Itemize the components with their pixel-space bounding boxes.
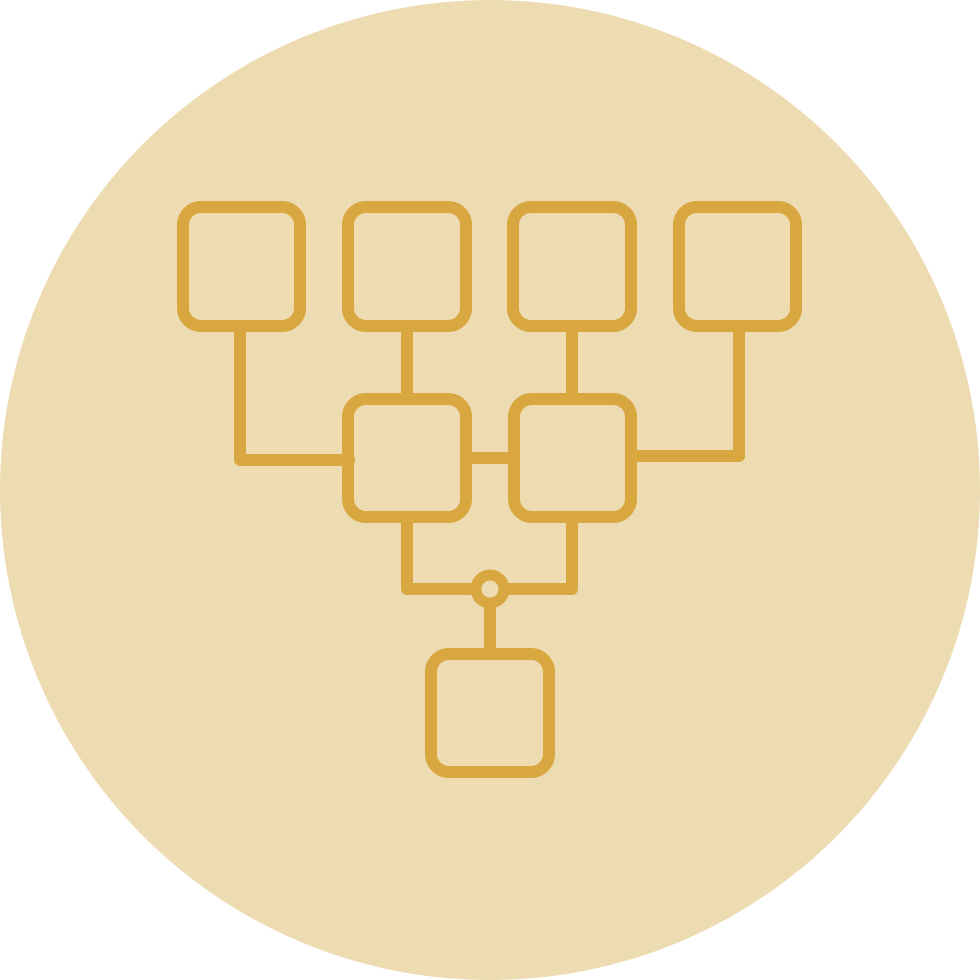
top-box-4 — [673, 201, 802, 332]
middle-box-left — [342, 393, 472, 523]
connector-right — [625, 320, 745, 462]
connector-merge-right — [499, 511, 578, 595]
connector-lines — [234, 320, 745, 660]
node-boxes — [177, 201, 802, 778]
connector-merge-left — [401, 511, 481, 595]
bottom-box — [425, 648, 555, 778]
middle-box-right — [508, 393, 637, 523]
merge-node — [470, 569, 510, 609]
top-box-1 — [177, 201, 306, 332]
top-box-2 — [342, 201, 472, 332]
connector-left — [234, 320, 355, 466]
top-box-3 — [507, 201, 637, 332]
